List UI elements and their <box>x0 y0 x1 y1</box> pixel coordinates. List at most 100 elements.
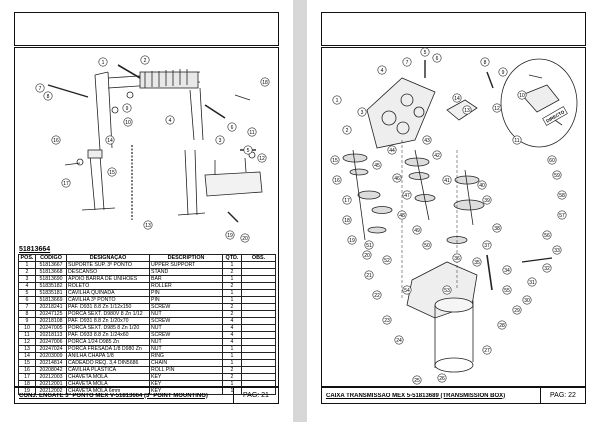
table-cell: 20247006 <box>35 338 67 346</box>
page-frame <box>321 47 586 387</box>
callout-circle <box>382 255 392 265</box>
table-cell: 1 <box>222 275 242 283</box>
callout-label: 11 <box>249 130 254 136</box>
callout-circle <box>412 225 422 235</box>
table-cell: 17 <box>18 373 36 381</box>
table-cell: NUT <box>149 324 223 332</box>
table-cell <box>241 289 276 297</box>
table-cell <box>241 296 276 304</box>
callout-label: 8 <box>47 94 50 100</box>
table-cell: 4 <box>222 338 242 346</box>
callout-circle <box>372 160 382 170</box>
callout-circle <box>452 253 462 263</box>
callout-label: 38 <box>494 226 500 232</box>
table-cell <box>241 324 276 332</box>
callout-circle <box>477 180 487 190</box>
callout-circle <box>397 210 407 220</box>
callout-circle <box>143 220 153 230</box>
callout-circle <box>35 83 45 93</box>
table-cell: 16 <box>18 366 36 374</box>
callout-circle <box>372 290 382 300</box>
callout-label: 37 <box>484 243 490 249</box>
callout-circle <box>382 315 392 325</box>
table-cell: 2 <box>222 366 242 374</box>
callout-label: 55 <box>504 288 510 294</box>
table-cell: 51813667 <box>35 261 67 269</box>
callout-label: 13 <box>464 108 470 114</box>
table-cell: 2 <box>222 373 242 381</box>
callout-circle <box>347 235 357 245</box>
table-cell: 4 <box>222 317 242 325</box>
table-cell: CAVILHA QUINADA <box>66 289 150 297</box>
table-cell: 20203009 <box>35 352 67 360</box>
table-cell: DESCANSO <box>66 268 150 276</box>
col-header: OBS. <box>241 254 276 262</box>
table-cell <box>241 282 276 290</box>
callout-circle <box>394 335 404 345</box>
table-cell: CADEADO REQ. 3,4 DIN5686 <box>66 359 150 367</box>
callout-label: 13 <box>145 223 151 229</box>
callout-label: 47 <box>404 193 410 199</box>
callout-circle <box>437 373 447 383</box>
callout-label: 34 <box>504 268 510 274</box>
callout-circle <box>497 320 507 330</box>
callout-circle <box>452 93 462 103</box>
table-cell: 12 <box>18 338 36 346</box>
callout-circle <box>420 47 430 57</box>
part-number: 51813664 <box>19 246 51 253</box>
callout-label: 2 <box>144 58 147 64</box>
table-cell: 13 <box>18 345 36 353</box>
callout-circle <box>342 215 352 225</box>
callout-circle <box>123 117 133 127</box>
callout-label: 60 <box>549 158 555 164</box>
callout-circle <box>412 375 422 385</box>
table-cell: 4 <box>222 324 242 332</box>
table-cell <box>241 345 276 353</box>
page-footer: CAIXA TRANSMISSÃO MEX 5-51813689 (TRANSM… <box>321 387 586 404</box>
callout-label: 1 <box>102 60 105 66</box>
callout-label: 6 <box>231 125 234 131</box>
callout-circle <box>332 175 342 185</box>
callout-label: 12 <box>494 106 500 112</box>
callout-circle <box>105 135 115 145</box>
table-cell: PORCA 1/24 D985 Zn <box>66 338 150 346</box>
callout-circle <box>462 105 472 115</box>
table-cell: 1 <box>222 289 242 297</box>
callout-circle <box>215 135 225 145</box>
callout-label: 50 <box>424 243 430 249</box>
callout-label: 51 <box>366 243 372 249</box>
table-cell <box>241 387 276 395</box>
header-box <box>14 12 279 46</box>
callout-label: 46 <box>394 176 400 182</box>
callout-circle <box>547 155 557 165</box>
callout-circle <box>51 135 61 145</box>
callout-label: 18 <box>262 80 268 86</box>
table-cell: CHAIN <box>149 359 223 367</box>
table-cell <box>241 310 276 318</box>
footer-title: CAIXA TRANSMISSÃO MEX 5-51813689 (TRANSM… <box>326 392 506 399</box>
callout-circle <box>227 122 237 132</box>
table-cell: PAF. D933 8.8 Zn 1/24x60 <box>66 331 150 339</box>
callout-circle <box>377 65 387 75</box>
parts-table: POS. CÓDIGO DESIGNAÇÃO DESCRIPTION QTD. … <box>18 254 276 395</box>
table-cell: 20212003 <box>35 373 67 381</box>
callout-label: 56 <box>544 233 550 239</box>
table-cell: 51813669 <box>35 296 67 304</box>
table-cell: 2 <box>18 268 36 276</box>
callout-circle <box>402 57 412 67</box>
table-cell: 14 <box>18 352 36 360</box>
callout-circle <box>422 240 432 250</box>
callout-circle <box>402 190 412 200</box>
table-cell: SCREW <box>149 331 223 339</box>
table-cell: PAF. D931 8.8 Zn 1/12x150 <box>66 303 150 311</box>
callout-label: 44 <box>389 148 395 154</box>
table-cell: 5 <box>18 289 36 297</box>
table-cell: 6 <box>18 296 36 304</box>
callout-label: 16 <box>334 178 340 184</box>
table-cell: 20218113 <box>35 331 67 339</box>
